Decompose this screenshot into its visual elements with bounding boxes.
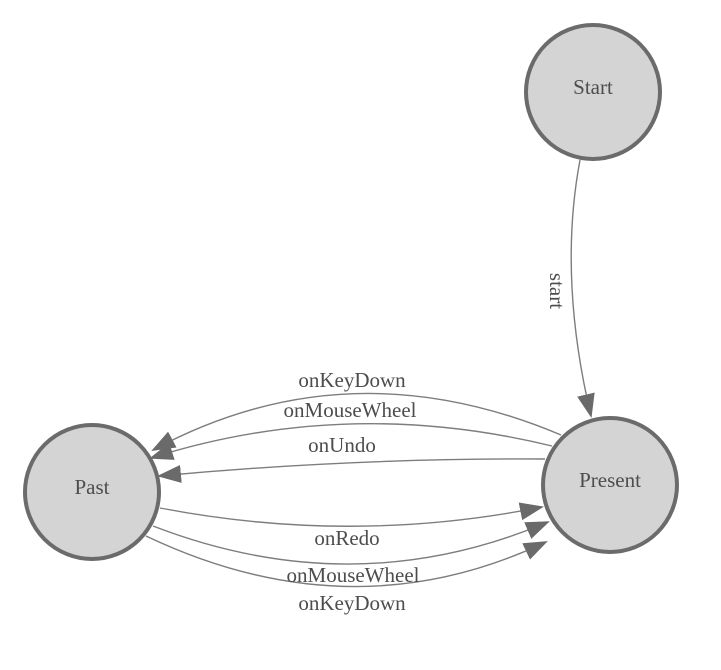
transition-present-to-past-onkeydown[interactable]: [151, 392, 562, 451]
transition-start-to-present[interactable]: [570, 159, 595, 418]
transition-label-onkeydown-bottom: onKeyDown: [298, 591, 406, 615]
transition-label-onredo: onRedo: [314, 526, 379, 550]
state-node-start[interactable]: [524, 23, 662, 161]
state-node-present[interactable]: [541, 416, 679, 554]
transition-label-onmousewheel-top: onMouseWheel: [284, 398, 417, 422]
transition-label-onundo: onUndo: [308, 433, 376, 457]
transition-past-to-present-onredo[interactable]: [159, 502, 544, 527]
transition-present-to-past-onundo[interactable]: [157, 458, 546, 483]
transition-past-to-present-onkeydown[interactable]: [145, 535, 548, 588]
transition-present-to-past-onmousewheel[interactable]: [149, 423, 553, 460]
state-node-past[interactable]: [23, 423, 161, 561]
transition-label-onkeydown-top: onKeyDown: [298, 368, 406, 392]
transition-label-start: start: [545, 273, 569, 309]
transition-past-to-present-onmousewheel[interactable]: [152, 521, 550, 565]
